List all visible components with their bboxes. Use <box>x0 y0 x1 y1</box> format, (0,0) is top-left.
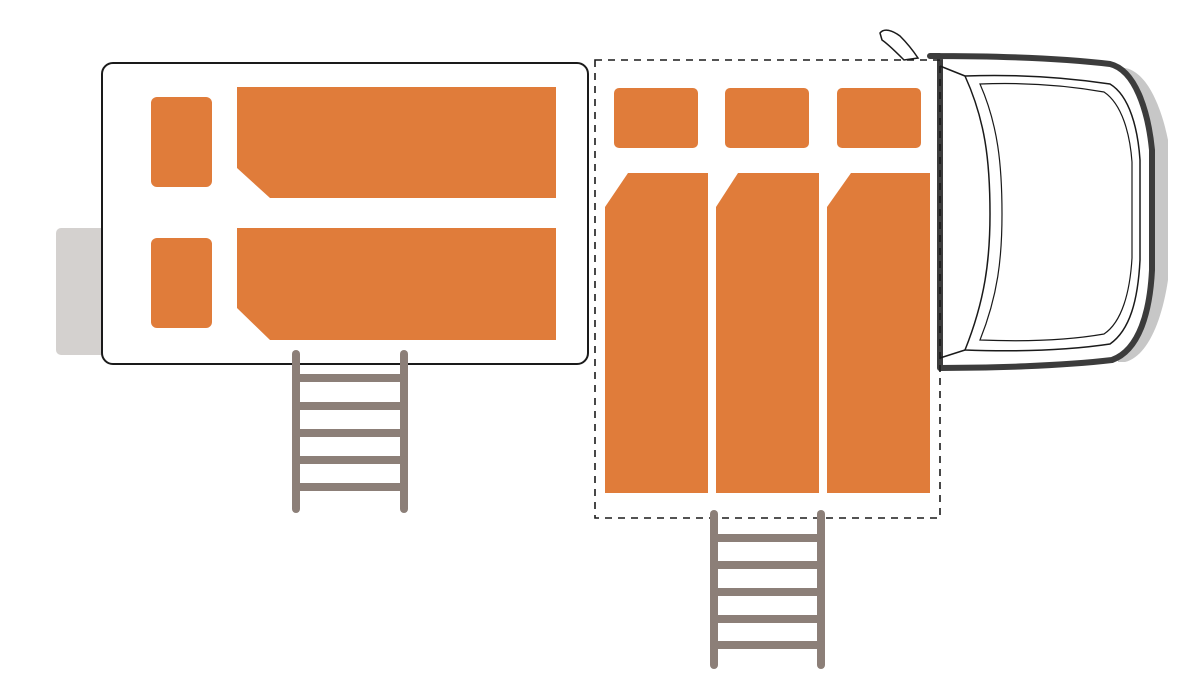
front-bed-small-1 <box>614 88 698 148</box>
front-bed-small-2 <box>725 88 809 148</box>
cab-window-outline <box>963 74 1141 352</box>
front-bed-tall-2 <box>716 173 819 493</box>
cab-body <box>927 53 1155 371</box>
front-bed-small-3 <box>837 88 921 148</box>
cab-window-inner <box>979 82 1133 342</box>
front-tent-outline <box>594 59 941 519</box>
front-bed-tall-3 <box>827 173 930 493</box>
rear-bed-bottom-small <box>151 238 212 328</box>
rear-ladder <box>292 350 408 513</box>
rear-bed-bottom-large <box>237 228 556 340</box>
front-ladder <box>710 510 825 669</box>
cab-front-edge-bottom <box>939 349 966 359</box>
antenna-icon <box>879 29 920 61</box>
rear-bed-top-small <box>151 97 212 187</box>
cab-front-edge-top <box>939 65 966 77</box>
front-bed-tall-1 <box>605 173 708 493</box>
rear-bed-top-large <box>237 87 556 198</box>
rear-bumper-shadow <box>56 228 106 355</box>
